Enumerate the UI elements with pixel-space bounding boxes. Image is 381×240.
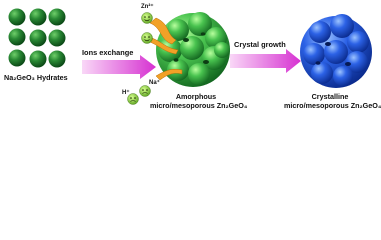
amorphous-caption-line1: Amorphous [175,92,217,101]
h-ion-face-icon [127,93,139,105]
crystalline-particle [300,14,372,88]
hydrate-sphere [29,50,47,68]
hydrate-sphere [48,29,66,47]
na-ion-label: Na⁺ [149,80,160,86]
hydrate-sphere [8,8,26,26]
crystal-growth-label: Crystal growth [234,40,286,49]
zn-ion-label: Zn²⁺ [141,4,154,10]
zn-ion-face-icon [141,32,153,44]
hydrate-sphere [48,8,66,26]
hydrate-sphere-cluster [8,8,66,68]
hydrate-sphere [29,8,47,26]
crystalline-caption-line2: micro/mesoporous Zn₂GeO₄ [284,101,381,110]
amorphous-caption-line2: micro/mesoporous Zn₂GeO₄ [150,101,248,110]
crystalline-caption: Crystalline micro/mesoporous Zn₂GeO₄ [284,92,381,110]
h-ion-label: H⁺ [122,90,130,96]
na-ion-face-icon [139,85,151,97]
amorphous-caption: Amorphous micro/mesoporous Zn₂GeO₄ [150,92,248,110]
hydrates-caption: Na₂GeO₃ Hydrates [4,73,68,82]
ions-exchange-label: Ions exchange [82,48,134,57]
synthesis-diagram [8,8,372,105]
hydrate-sphere [48,50,66,68]
crystal-growth-arrow [230,49,301,73]
zn-ion-face-icon [141,12,153,24]
hydrate-sphere [29,29,47,47]
hydrate-sphere [8,49,26,67]
ion-exchange-ribbons [149,17,183,81]
hydrate-sphere [8,28,26,46]
crystalline-caption-line1: Crystalline [311,92,349,101]
ions-exchange-arrow [82,55,156,79]
